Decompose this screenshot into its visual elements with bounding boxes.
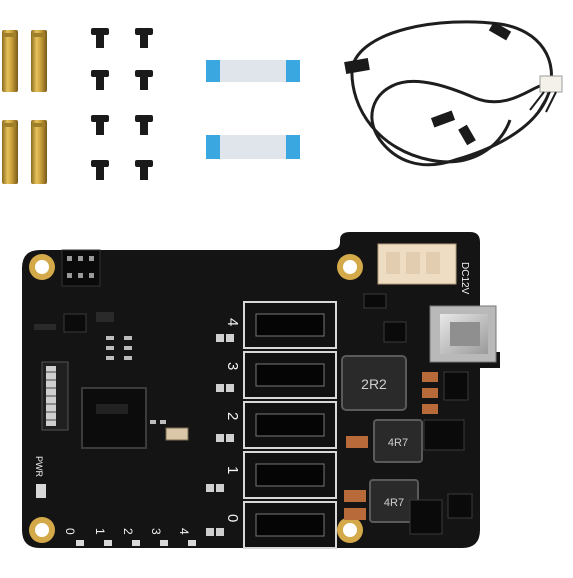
sata-port: [243, 301, 337, 349]
mounting-hole: [29, 517, 55, 543]
sata-port: [243, 401, 337, 449]
brass-standoff: [2, 30, 18, 92]
status-leds: [76, 540, 196, 546]
regulator-ic: [409, 499, 443, 535]
small-ic: [383, 321, 407, 343]
fan-connector: [529, 75, 563, 113]
brass-standoff: [31, 30, 47, 92]
led-label: 4: [177, 528, 191, 535]
screw: [135, 28, 153, 48]
screw: [91, 70, 109, 90]
mounting-hole: [337, 517, 363, 543]
pwr-label: PWR: [34, 456, 44, 477]
port-number: 0: [224, 514, 241, 522]
port-number: 2: [224, 412, 241, 420]
regulator-ic: [443, 371, 469, 401]
led-label: 3: [149, 528, 163, 535]
board-ffc-connector: [41, 361, 69, 431]
regulator-ic: [423, 419, 465, 451]
pwr-led: [36, 484, 46, 498]
fan-cable: [344, 20, 563, 167]
dc12v-label: DC12V: [459, 262, 470, 295]
inductor-label: 2R2: [361, 376, 387, 392]
port-number: 1: [224, 466, 241, 474]
port-number: 3: [224, 362, 241, 370]
screw: [135, 115, 153, 135]
ffc-cable: [206, 60, 300, 82]
crystal: [165, 427, 189, 441]
silkscreen-text-block: [96, 312, 114, 322]
standoffs: [2, 30, 47, 184]
passive-components: [106, 336, 166, 424]
led-label: 1: [93, 528, 107, 535]
screw: [135, 160, 153, 180]
pin-header: [61, 249, 101, 287]
sata-port: [243, 451, 337, 499]
brass-standoff: [2, 120, 18, 184]
inductor: 2R2: [341, 355, 407, 411]
led-label: 2: [121, 528, 135, 535]
mounting-hole: [337, 254, 363, 280]
pcb-board: PWR 4 3 2 1 0: [22, 232, 500, 549]
sata-port: [243, 351, 337, 399]
ffc-cable: [206, 135, 300, 159]
inductor: 4R7: [373, 419, 423, 463]
inductor-label: 4R7: [384, 497, 404, 509]
regulator-ic: [447, 493, 473, 519]
screw: [91, 115, 109, 135]
mounting-hole: [29, 254, 55, 280]
sata-port: [243, 501, 337, 549]
screw: [91, 160, 109, 180]
inductor-label: 4R7: [388, 437, 408, 449]
small-ic: [63, 313, 87, 333]
capacitors: [344, 372, 438, 520]
power-jack: [429, 305, 497, 363]
led-label: 0: [63, 528, 77, 535]
port-number: 4: [224, 318, 241, 326]
small-ic: [363, 293, 387, 309]
screw: [91, 28, 109, 48]
brass-standoff: [31, 120, 47, 184]
screws: [91, 28, 153, 180]
screw: [135, 70, 153, 90]
controller-chip: [81, 387, 147, 449]
fan-header-connector: [377, 243, 457, 285]
